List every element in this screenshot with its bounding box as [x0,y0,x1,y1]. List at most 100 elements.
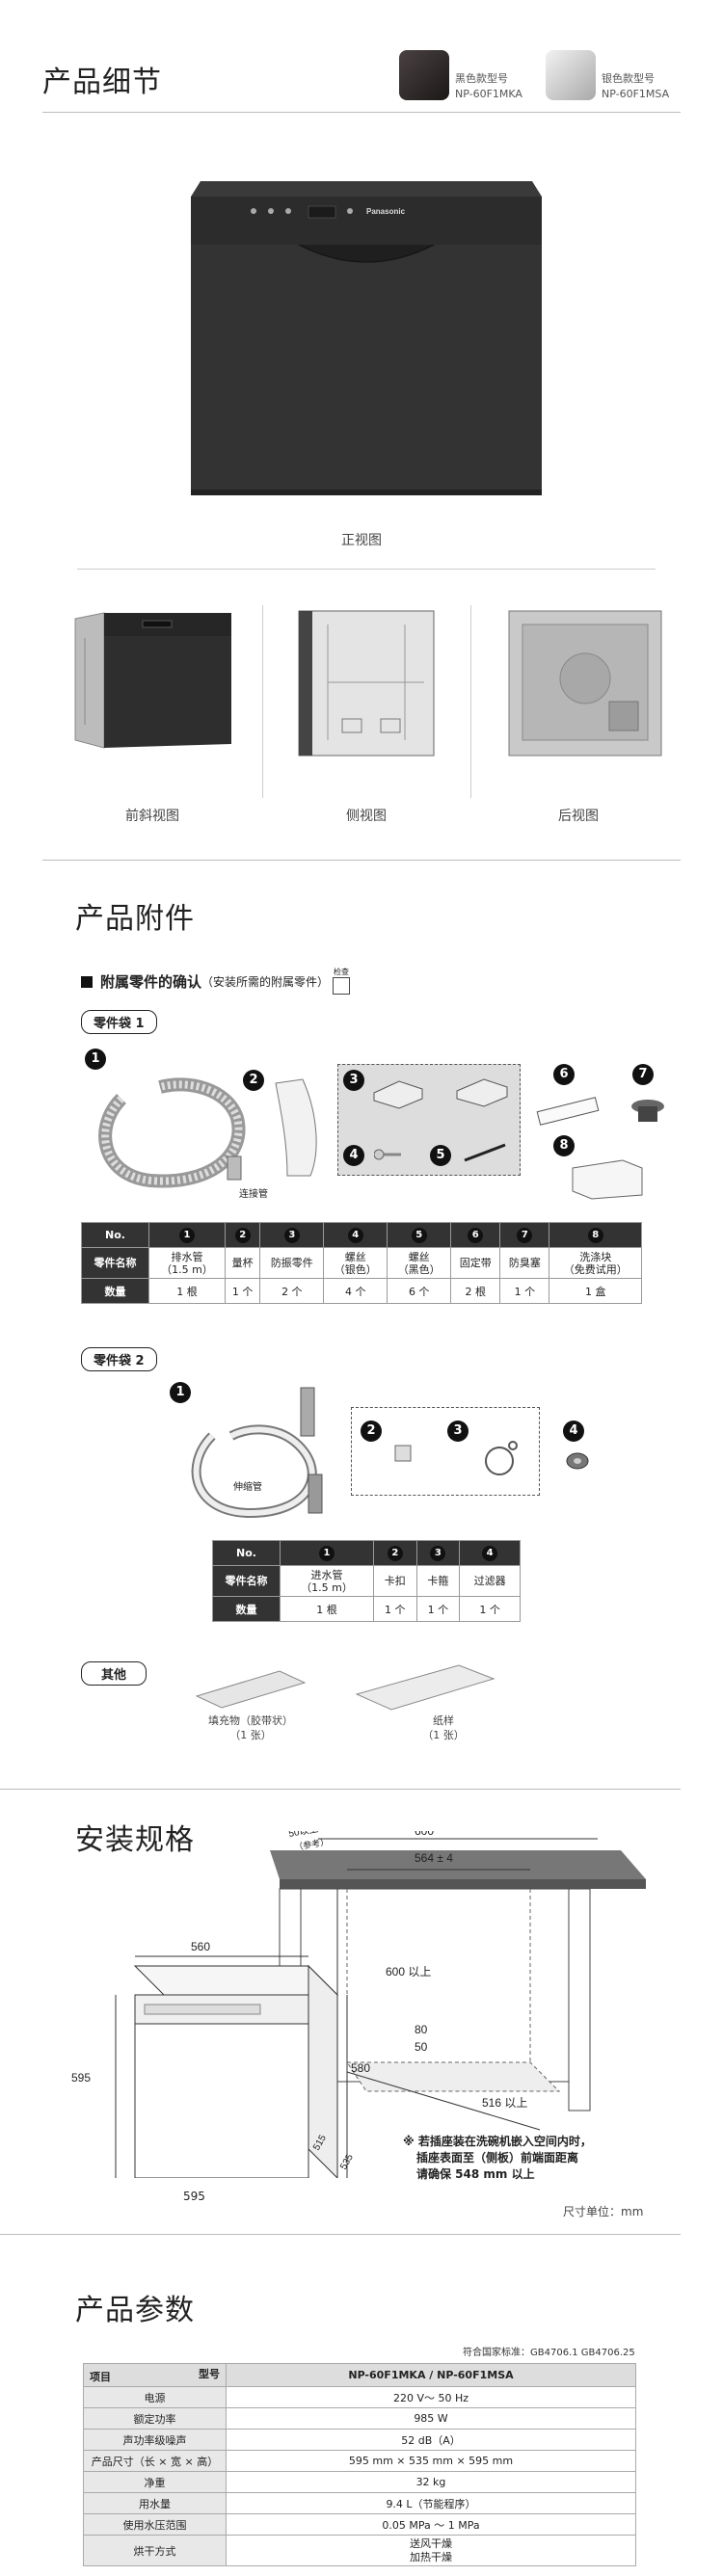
bag1-name-7: 防臭塞 [499,1247,550,1279]
detergent-block-image [572,1159,643,1200]
dim-unit-580: 580 [351,2061,370,2075]
bag1-h5: 5 [411,1227,427,1243]
bag1-h1: 1 [179,1227,195,1243]
other-item-2-qty: （1 张） [422,1729,465,1741]
oblique-view-image [74,612,231,749]
bag1-h7: 7 [517,1227,533,1243]
param-val-rated-power: 985 W [226,2407,636,2430]
bag2-table: No. 1 2 3 4 零件名称 进水管 （1.5 m） 卡扣 卡箍 过滤器 数… [212,1540,521,1622]
param-key-pressure: 使用水压范围 [83,2513,227,2536]
front-view-caption: 正视图 [341,533,382,548]
dim-height-600: 600 以上 [386,1965,431,1978]
params-head-value: NP-60F1MKA / NP-60F1MSA [226,2363,636,2387]
params-title: 产品参数 [75,2294,195,2327]
param-key-rated-power: 额定功率 [83,2407,227,2430]
bag2-h3: 3 [430,1545,446,1561]
view-caption-side: 侧视图 [346,809,387,824]
bag1-qty-1: 1 根 [147,1278,227,1304]
black-swatch[interactable] [399,50,449,100]
bag1-h2: 2 [234,1227,251,1243]
param-key-noise: 声功率级噪声 [83,2429,227,2451]
bag2-name-4: 过滤器 [459,1565,521,1597]
silver-screw-image [374,1149,401,1160]
drain-hose-image [98,1077,246,1188]
bag1-h3: 3 [283,1227,300,1243]
filler-image [195,1670,307,1709]
view-caption-rear: 后视图 [558,809,599,824]
param-val-size: 595 mm × 535 mm × 595 mm [226,2450,636,2472]
install-note-line-3: 请确保 548 mm 以上 [416,2167,535,2181]
bag1-name-6: 固定带 [450,1247,501,1279]
unit-label: 尺寸单位：mm [563,2205,644,2218]
subtitle-bold: 附属零件的确认 [100,973,202,991]
black-model-name: 黑色款型号 [455,72,508,85]
side-view-image [298,610,435,757]
bag1-name-1: 排水管 （1.5 m） [147,1247,227,1279]
bag1-label: 零件袋 1 [81,1010,157,1034]
param-key-water: 用水量 [83,2492,227,2514]
install-title: 安装规格 [75,1823,195,1857]
others-label: 其他 [81,1661,147,1686]
install-note-line-2: 插座表面至（侧板）前端面距离 [416,2151,579,2164]
bag2-qty-3: 1 个 [415,1596,461,1622]
bag2-h1: 1 [319,1545,335,1561]
bag1-table: No. 1 2 3 4 5 6 7 8 零件名称 排水管 （1.5 m） 量杯 … [81,1222,642,1304]
dim-top-gap-note: （参考） [293,1836,329,1852]
bag2-header-no: No. [212,1540,281,1566]
bag1-name-5: 螺丝 （黑色） [387,1247,452,1279]
bag1-item-2-number: 2 [243,1070,264,1091]
param-key-weight: 净重 [83,2471,227,2493]
bag2-name-1: 进水管 （1.5 m） [280,1565,374,1597]
bag2-qty-2: 1 个 [373,1596,417,1622]
check-box: 检查 [333,968,351,995]
bag2-label: 零件袋 2 [81,1347,157,1371]
other-item-2: 纸样 （1 张） [386,1713,501,1742]
clip-image [394,1445,412,1462]
param-key-drying: 烘干方式 [83,2535,227,2566]
hose-clamp-image [485,1441,518,1475]
filter-image [566,1452,589,1470]
silver-swatch[interactable] [546,50,596,100]
bag1-name-4: 螺丝 （银色） [323,1247,388,1279]
param-val-pressure: 0.05 MPa ～ 1 MPa [226,2513,636,2536]
bag1-h4: 4 [347,1227,363,1243]
silver-model-label: 银色款型号 NP-60F1MSA [602,71,669,102]
fixing-strap-image [536,1097,600,1126]
dim-unit-595h: 595 [71,2071,91,2085]
bag1-item-7-number: 7 [632,1064,654,1085]
bag2-item-3-number: 3 [447,1421,469,1442]
bag1-item-5-number: 5 [430,1145,451,1166]
other-item-1-qty: （1 张） [229,1729,272,1741]
subtitle-note: （安装所需的附属零件） [201,975,330,989]
silver-model-code: NP-60F1MSA [602,88,670,100]
param-val-power: 220 V～ 50 Hz [226,2386,636,2408]
bag1-qty-2: 1 个 [225,1278,261,1304]
connector-tag: 连接管 [239,1189,268,1200]
params-head-cell: 项目 型号 [83,2363,227,2387]
install-note-line-1: ※ 若插座装在洗碗机嵌入空间内时， [403,2135,592,2148]
measuring-cup-image [275,1078,317,1177]
rear-view-image [508,610,662,757]
dim-top-gap: 50以上 [287,1831,319,1840]
bag2-group-2-3 [351,1407,540,1496]
bag1-qty-7: 1 个 [499,1278,550,1304]
install-note: ※ 若插座装在洗碗机嵌入空间内时， 插座表面至（侧板）前端面距离 请确保 548… [403,2134,592,2183]
params-head-item: 项目 [90,2371,111,2383]
dim-width-564: 564 ± 4 [415,1851,453,1865]
bag2-qty-1: 1 根 [280,1596,374,1622]
bag2-h4: 4 [482,1545,498,1561]
param-key-size: 产品尺寸（长 × 宽 × 高） [83,2450,227,2472]
bag1-name-3: 防振零件 [259,1247,325,1279]
template-paper-image [355,1664,495,1711]
bag2-item-4-number: 4 [563,1421,584,1442]
bag1-name-8: 洗涤块 （免费试用） [549,1247,642,1279]
other-item-1-name: 填充物（胶带状） [208,1714,293,1727]
bag1-item-4-number: 4 [343,1145,364,1166]
accessories-subtitle: 附属零件的确认 （安装所需的附属零件） 检查 [81,968,351,995]
bag1-h6: 6 [468,1227,484,1243]
check-label: 检查 [334,967,350,976]
bag1-qty-8: 1 盒 [549,1278,642,1304]
bag1-qty-5: 6 个 [387,1278,452,1304]
bag1-name-2: 量杯 [225,1247,261,1279]
other-item-1: 填充物（胶带状） （1 张） [193,1713,308,1742]
